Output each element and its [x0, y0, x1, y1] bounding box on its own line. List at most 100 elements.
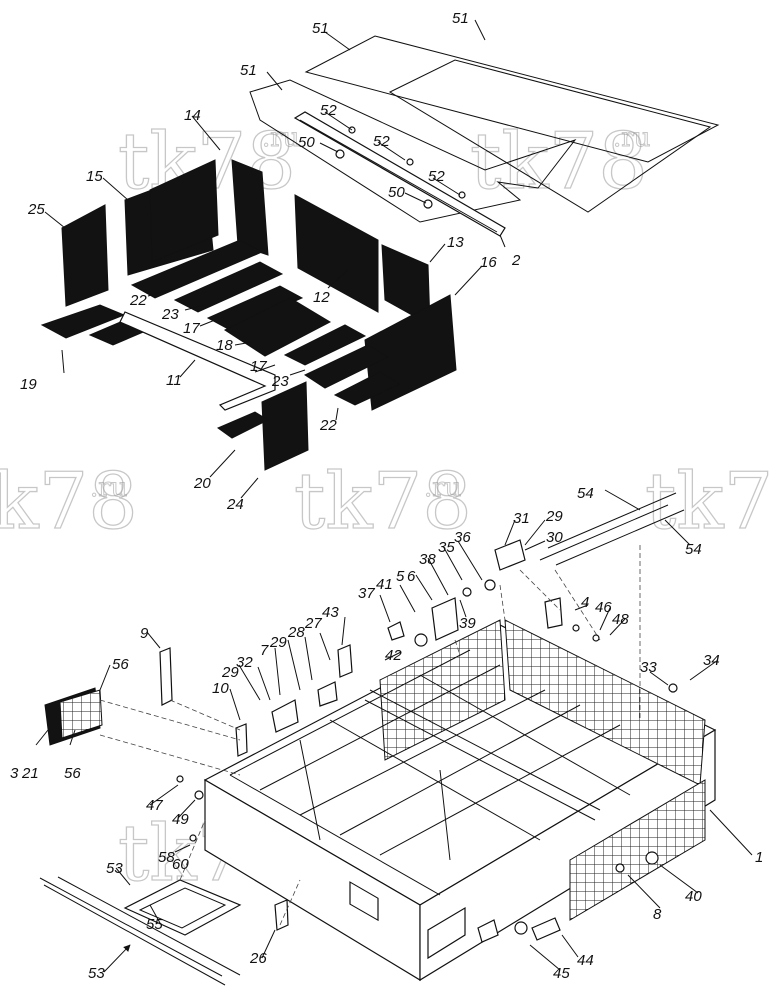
inner-frame-2: [299, 689, 601, 861]
slab-18: [223, 297, 332, 357]
body-right-wall: [419, 728, 716, 982]
callout-c22b: 22: [319, 417, 337, 434]
fastener-48: [592, 634, 600, 642]
callout-c16: 16: [480, 254, 497, 271]
top-exploded-view: [40, 35, 720, 471]
svg-text:.ru: .ru: [424, 473, 461, 503]
watermark-2: tk78 .ru: [469, 116, 651, 207]
elbow-pipe: [477, 919, 499, 943]
bracket-4: [544, 597, 563, 629]
callout-c29b: 29: [269, 634, 287, 651]
callout-c47: 47: [146, 797, 163, 814]
latch-37: [387, 621, 405, 641]
callout-c7: 7: [260, 642, 269, 659]
fastener-part: [423, 199, 433, 209]
callout-c54a: 54: [577, 485, 594, 502]
callout-c37: 37: [358, 585, 375, 602]
hatch-left: [349, 881, 379, 922]
plate-26: [274, 899, 289, 931]
slab-23a: [173, 261, 284, 313]
frame-55: [123, 879, 242, 936]
slab-17b: [283, 324, 367, 366]
callout-c12: 12: [313, 289, 330, 306]
strip-53: [43, 876, 241, 986]
callout-c49: 49: [172, 811, 189, 828]
callout-c43: 43: [322, 604, 339, 621]
callout-c39: 39: [459, 615, 476, 632]
callout-c48: 48: [612, 611, 629, 628]
callout-c51c: 51: [240, 62, 257, 79]
watermark-4: tk78 .ru: [293, 456, 472, 547]
hatch-front: [427, 906, 466, 960]
callout-c53b: 53: [88, 965, 105, 982]
inner-frame: [229, 649, 631, 896]
callout-c29a: 29: [545, 508, 563, 525]
callout-c9: 9: [140, 625, 149, 642]
strip-54b: [547, 492, 677, 549]
callout-c35: 35: [438, 539, 455, 556]
callout-c24: 24: [226, 496, 244, 513]
callout-c21: 21: [21, 765, 39, 782]
bracket-9: [159, 647, 173, 706]
callout-c51b: 51: [452, 10, 469, 27]
bottom-assembly: [35, 19, 753, 986]
frame-55-inner: [138, 887, 227, 929]
callout-c25: 25: [27, 201, 45, 218]
seal-frame-part: [249, 79, 577, 223]
callout-c23a: 23: [161, 306, 179, 323]
strip-53b: [39, 877, 223, 977]
fastener-part: [406, 158, 414, 166]
callout-c38: 38: [419, 551, 436, 568]
callout-c6: 6: [407, 568, 416, 585]
frame-rail-11: [119, 311, 276, 411]
fitting-27-28: [317, 681, 338, 707]
callout-c28: 28: [287, 624, 305, 641]
fastener-49: [194, 790, 204, 800]
watermark-5: tk78: [644, 456, 775, 547]
slab-22b: [333, 371, 402, 406]
callout-c10: 10: [212, 680, 229, 697]
callout-c33: 33: [640, 659, 657, 676]
callout-c22a: 22: [129, 292, 147, 309]
callout-c3: 3: [10, 765, 19, 782]
seal-frame-part: [388, 59, 712, 213]
mesh-panel-front-right: [569, 779, 706, 921]
callout-c17a: 17: [183, 320, 200, 337]
callout-c17b: 17: [250, 358, 267, 375]
fastener-part: [458, 191, 466, 199]
callout-c55: 55: [146, 916, 163, 933]
svg-text:tk78: tk78: [470, 117, 648, 207]
callout-c51a: 51: [312, 20, 329, 37]
callout-c60: 60: [172, 856, 189, 873]
leader-lines: [35, 19, 753, 973]
callout-c32: 32: [236, 654, 253, 671]
callout-c53a: 53: [106, 860, 123, 877]
callout-c50a: 50: [298, 134, 315, 151]
panel-14b: [231, 159, 269, 256]
svg-text:tk78: tk78: [0, 457, 138, 547]
bracket-10: [235, 723, 248, 757]
fastener-47: [176, 775, 184, 783]
callout-c19: 19: [20, 376, 37, 393]
panel-14: [149, 159, 219, 263]
fitting-36: [484, 579, 496, 591]
callout-c56a: 56: [112, 656, 129, 673]
callout-c45: 45: [553, 965, 570, 982]
ring-42: [414, 633, 428, 647]
callout-c23b: 23: [271, 373, 289, 390]
callout-c54b: 54: [685, 541, 702, 558]
callout-c5: 5: [396, 568, 405, 585]
strip-54: [539, 504, 685, 566]
svg-text:.ru: .ru: [613, 123, 650, 153]
panel-25: [61, 204, 109, 307]
svg-text:tk78: tk78: [645, 457, 775, 547]
svg-text:tk78: tk78: [294, 457, 472, 547]
slab-22a: [130, 239, 264, 299]
callout-c40: 40: [685, 888, 702, 905]
pipe-44: [531, 917, 561, 941]
fastener-33-34: [668, 683, 678, 693]
projection-lines: [99, 545, 641, 926]
fitting-35: [462, 587, 472, 597]
callout-c2: 2: [511, 252, 521, 269]
